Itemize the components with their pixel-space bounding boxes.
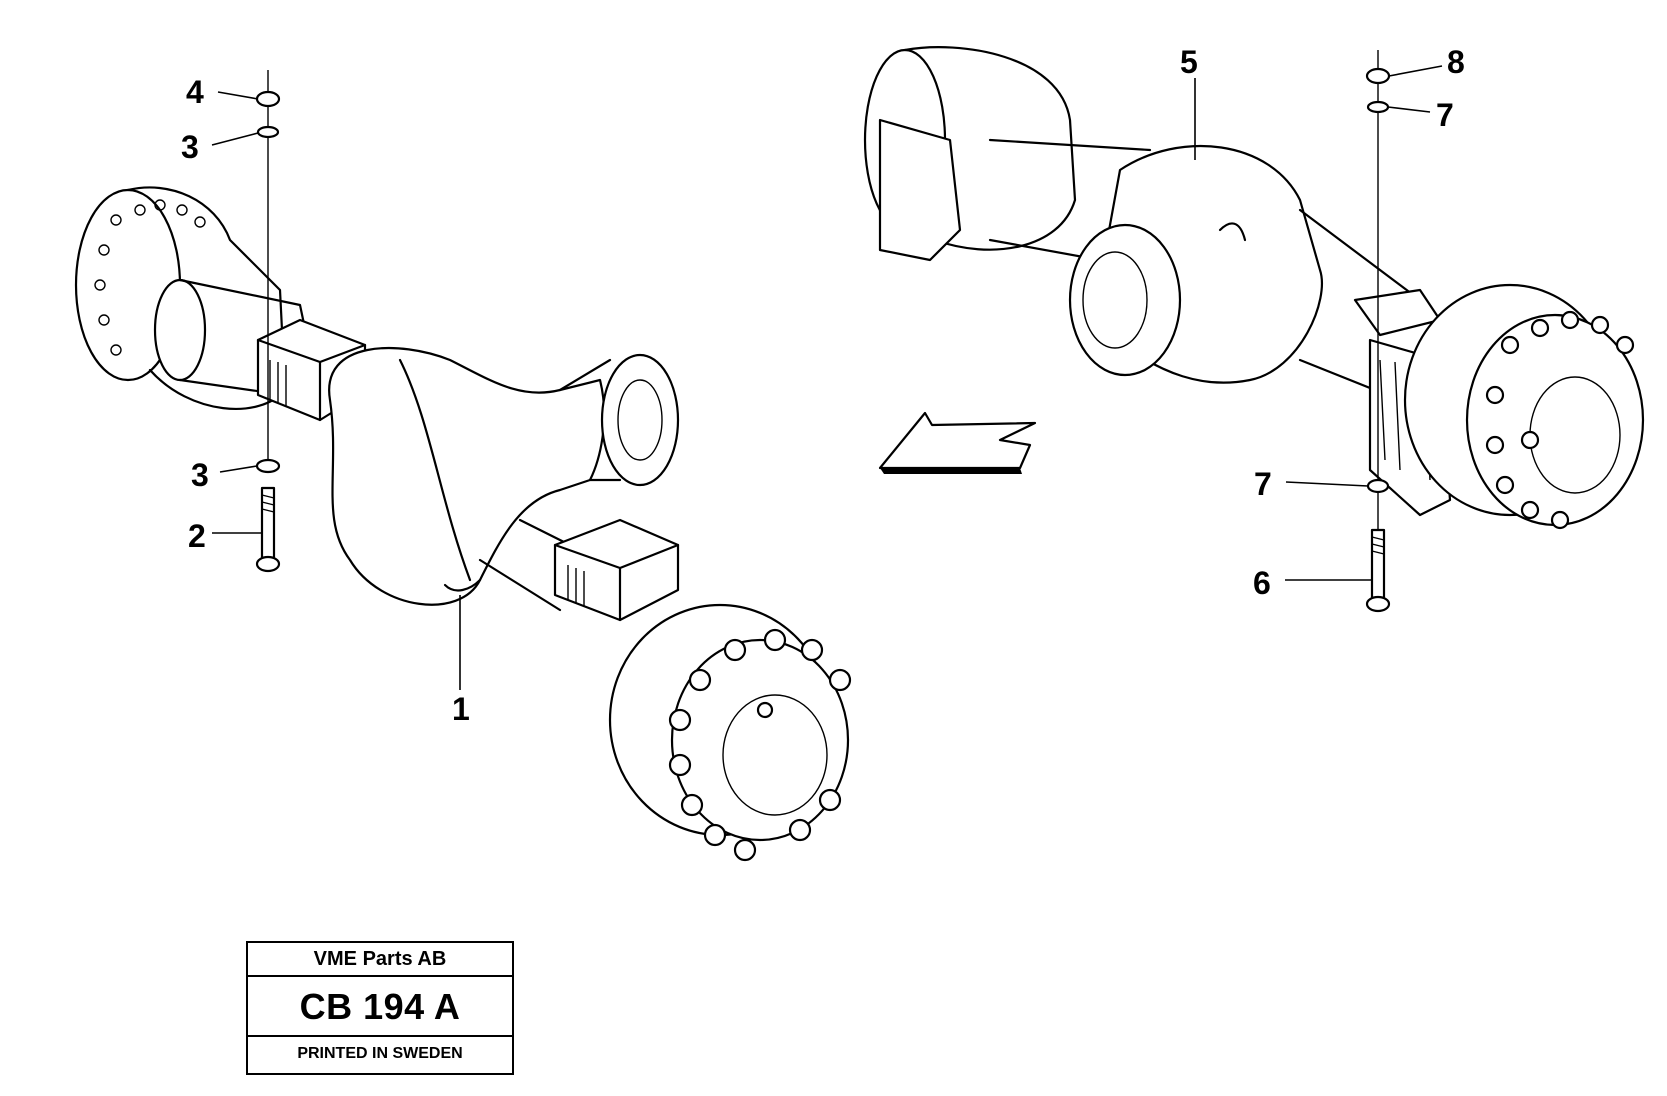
callout-4: 4 — [186, 74, 204, 110]
title-block: VME Parts AB CB 194 A PRINTED IN SWEDEN — [246, 941, 514, 1075]
right-axle-assembly — [863, 46, 1645, 530]
washer-3-bottom-icon — [255, 458, 281, 474]
callout-5: 5 — [1180, 44, 1198, 80]
callout-labels: 4 3 3 2 1 5 8 7 7 6 — [181, 44, 1465, 727]
callout-3-top: 3 — [181, 129, 199, 165]
callout-6: 6 — [1253, 565, 1271, 601]
left-fastener-stack — [255, 70, 281, 573]
left-hub-bolt-holes — [94, 199, 206, 356]
callout-7-bottom: 7 — [1254, 466, 1272, 502]
callout-2: 2 — [188, 518, 206, 554]
right-fastener-stack — [1365, 50, 1391, 613]
washer-3-top-icon — [256, 125, 280, 139]
bolt-2-icon — [260, 486, 276, 562]
left-axle-assembly — [74, 186, 852, 862]
nut-4-icon — [255, 90, 281, 108]
forward-arrow-icon — [878, 411, 1037, 470]
right-axle-hub-studs — [1485, 310, 1635, 530]
callout-7-top: 7 — [1436, 97, 1454, 133]
callout-8: 8 — [1447, 44, 1465, 80]
right-hub-wheel-studs — [668, 628, 852, 862]
bolt-6-icon — [1370, 528, 1386, 602]
company-name: VME Parts AB — [248, 943, 512, 977]
nut-8-icon — [1365, 67, 1391, 85]
printed-note: PRINTED IN SWEDEN — [297, 1045, 463, 1062]
callout-1: 1 — [452, 691, 470, 727]
washer-7-bottom-icon — [1366, 478, 1390, 494]
washer-7-top-icon — [1366, 100, 1390, 114]
diagram-code: CB 194 A — [248, 977, 512, 1037]
callout-3-bottom: 3 — [191, 457, 209, 493]
leader-lines — [211, 65, 1443, 690]
